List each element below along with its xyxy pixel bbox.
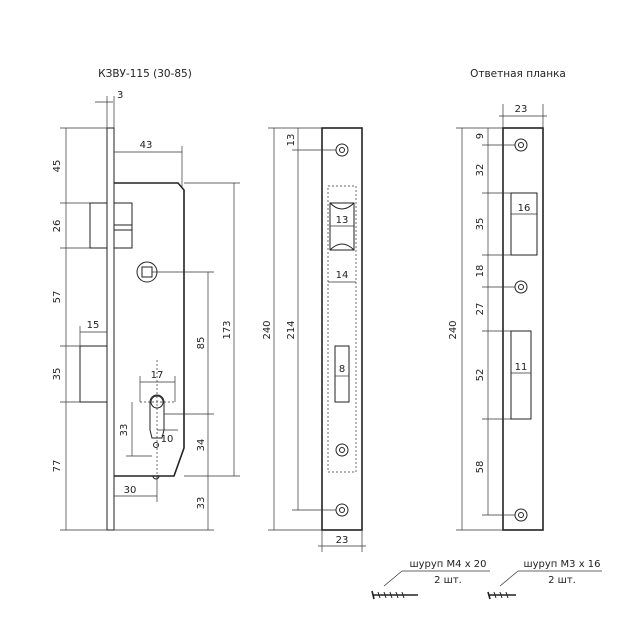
- dim-faceplate-width: 23: [336, 535, 349, 546]
- latch-bolt: [89, 202, 108, 249]
- dim-case-top-width: 43: [140, 140, 153, 151]
- dim-bolt-slot-width: 8: [339, 364, 345, 375]
- dim-spindle-to-cylinder: 85: [196, 337, 207, 350]
- dim-cylinder-radius: 10: [161, 434, 174, 445]
- dim-slot-width: 14: [336, 270, 349, 281]
- dim-faceplate-top-to-screw: 13: [286, 134, 297, 147]
- dim-cylinder-to-bottom: 34: [196, 439, 207, 452]
- screw-m3: шуруп М3 х 16 2 шт.: [487, 559, 602, 600]
- dim-top-to-latch: 45: [52, 160, 63, 173]
- screw-m3-qty: 2 шт.: [548, 575, 576, 586]
- dim-strike-latch-hole-width: 16: [518, 203, 531, 214]
- dim-strike-latch-hole-height: 35: [475, 218, 486, 231]
- strike-dimensions: 23 240 9 32 35 18 27 52 58 16 11: [448, 104, 547, 531]
- cylinder-cutout: [149, 394, 165, 439]
- dim-deadbolt-height: 35: [52, 368, 63, 381]
- screw-m3-icon: [487, 591, 516, 600]
- dim-strike-width: 23: [515, 104, 528, 115]
- faceplate-bolt-slot: [334, 345, 350, 403]
- faceplate-screw-top: [335, 143, 349, 157]
- dim-latch-slot-width: 13: [336, 215, 349, 226]
- screw-m4-label: шуруп М4 х 20: [409, 559, 486, 570]
- dim-strike-bolt-to-screw: 58: [475, 461, 486, 474]
- deadbolt: [79, 345, 108, 403]
- dim-strike-screw-to-bolt: 27: [475, 303, 486, 316]
- dim-backset: 30: [124, 485, 137, 496]
- dim-faceplate-total-height: 240: [262, 320, 273, 339]
- strike-bolt-hole: [510, 330, 532, 420]
- faceplate-screw-bottom: [335, 503, 349, 517]
- faceplate-outline: [321, 127, 363, 531]
- dim-latch-to-deadbolt: 57: [52, 291, 63, 304]
- dim-cylinder-width: 17: [151, 370, 164, 381]
- screw-m4-icon: [371, 590, 418, 600]
- screw-m4-qty: 2 шт.: [434, 575, 462, 586]
- strike-screw-middle: [514, 280, 528, 294]
- strike-plate-view: [502, 127, 544, 531]
- strike-plate-outline: [502, 127, 544, 531]
- lock-dimensions: 3 43 45 26 57 35 77 15 85 173: [52, 90, 240, 531]
- dim-strike-top-to-screw: 9: [475, 133, 486, 139]
- dim-screw-span: 214: [286, 320, 297, 339]
- dim-bottom-offset: 33: [196, 497, 207, 510]
- strike-screw-top: [514, 138, 528, 152]
- lock-case: [114, 182, 185, 477]
- dim-total-case: 173: [222, 320, 233, 339]
- dim-deadbolt-width: 15: [87, 320, 100, 331]
- faceplate-dashed-outline: [327, 185, 357, 473]
- dim-bottom-section: 77: [52, 460, 63, 473]
- dim-strike-bolt-hole-width: 11: [515, 362, 528, 373]
- dim-cylinder-height: 33: [119, 424, 130, 437]
- dim-latch-height: 26: [52, 220, 63, 233]
- lock-faceplate: [106, 127, 115, 531]
- dim-strike-screw-to-latch: 32: [475, 164, 486, 177]
- lock-body-view: [79, 127, 185, 531]
- lock-model-title: КЗВУ-115 (30-85): [98, 68, 192, 80]
- strike-latch-hole: [510, 192, 538, 256]
- faceplate-view: [321, 127, 363, 531]
- strike-screw-bottom: [514, 508, 528, 522]
- faceplate-dimensions: 240 214 13 13 14 8 23: [262, 127, 366, 552]
- dim-strike-bolt-hole-height: 52: [475, 369, 486, 382]
- dim-strike-latch-to-screw: 18: [475, 265, 486, 278]
- dim-strike-total-height: 240: [448, 320, 459, 339]
- screw-m3-label: шуруп М3 х 16: [523, 559, 600, 570]
- screw-m4: шуруп М4 х 20 2 шт.: [371, 559, 490, 600]
- faceplate-screw-middle: [335, 443, 349, 457]
- strike-plate-title: Ответная планка: [470, 68, 566, 80]
- faceplate-latch-window: [329, 202, 355, 251]
- dim-faceplate-thickness: 3: [117, 90, 123, 101]
